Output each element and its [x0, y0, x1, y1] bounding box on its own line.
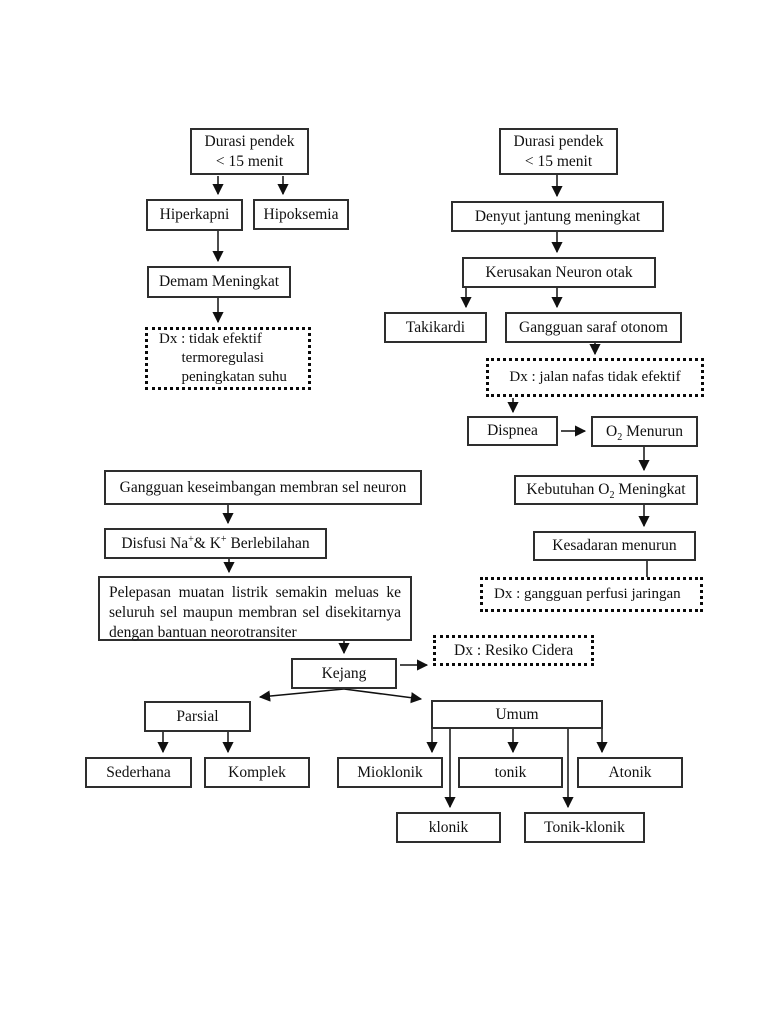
node-pelepasan: Pelepasan muatan listrik semakin meluas … [98, 576, 412, 641]
node-kebutuhan-o2: Kebutuhan O2 Meningkat [514, 475, 698, 505]
node-o2-menurun: O2 Menurun [591, 416, 698, 447]
edge-kejang-umum [343, 688, 423, 704]
edge-kejang-parsial [258, 688, 345, 702]
node-disfusi-label: Disfusi Na+& K+ Berlebilahan [121, 533, 310, 552]
node-denyut-jantung: Denyut jantung meningkat [451, 201, 664, 232]
node-gangguan-saraf-otonom: Gangguan saraf otonom [505, 312, 682, 343]
node-umum: Umum [431, 700, 603, 729]
node-demam-meningkat: Demam Meningkat [147, 266, 291, 298]
node-sederhana: Sederhana [85, 757, 192, 788]
node-durasi-pendek-right: Durasi pendek < 15 menit [499, 128, 618, 175]
node-komplek: Komplek [204, 757, 310, 788]
node-kerusakan-neuron: Kerusakan Neuron otak [462, 257, 656, 288]
node-dispnea: Dispnea [467, 416, 558, 446]
node-hiperkapni: Hiperkapni [146, 199, 243, 231]
node-durasi-pendek-left: Durasi pendek < 15 menit [190, 128, 309, 175]
node-tonik-klonik: Tonik-klonik [524, 812, 645, 843]
node-tonik: tonik [458, 757, 563, 788]
node-disfusi: Disfusi Na+& K+ Berlebilahan [104, 528, 327, 559]
node-o2-menurun-label: O2 Menurun [606, 422, 683, 443]
node-atonik: Atonik [577, 757, 683, 788]
node-kebutuhan-o2-label: Kebutuhan O2 Meningkat [526, 481, 686, 502]
node-dx-perfusi: Dx : gangguan perfusi jaringan [480, 577, 703, 612]
node-hipoksemia: Hipoksemia [253, 199, 349, 230]
node-dx-jalan-nafas: Dx : jalan nafas tidak efektif [486, 358, 704, 397]
node-klonik: klonik [396, 812, 501, 843]
node-parsial: Parsial [144, 701, 251, 732]
node-mioklonik: Mioklonik [337, 757, 443, 788]
node-dx-termoregulasi: Dx : tidak efektif termoregulasi peningk… [145, 327, 311, 390]
node-kejang: Kejang [291, 658, 397, 689]
node-kesadaran-menurun: Kesadaran menurun [533, 531, 696, 561]
node-gangguan-keseimbangan: Gangguan keseimbangan membran sel neuron [104, 470, 422, 505]
node-dx-resiko-cidera: Dx : Resiko Cidera [433, 635, 594, 666]
node-takikardi: Takikardi [384, 312, 487, 343]
